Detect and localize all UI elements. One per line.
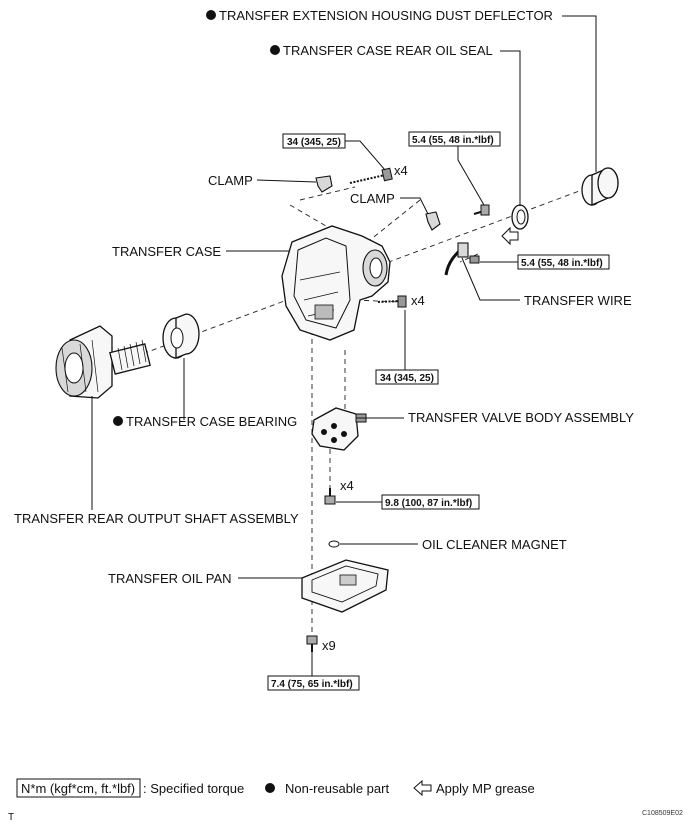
svg-text:7.4 (75, 65 in.*lbf): 7.4 (75, 65 in.*lbf) — [271, 679, 353, 690]
torque-specs: 34 (345, 25) 5.4 (55, 48 in.*lbf) 5.4 (5… — [267, 131, 610, 691]
torque-box-6: 7.4 (75, 65 in.*lbf) — [267, 675, 360, 691]
label-clamp-2: CLAMP — [350, 191, 395, 206]
oil-pan-bolt — [306, 635, 318, 652]
valve-body-bolt — [324, 488, 336, 505]
footer-corner-mark: T — [8, 812, 14, 823]
label-transfer-case: TRANSFER CASE — [112, 244, 221, 259]
nonreusable-dot-icon — [270, 45, 280, 55]
mp-grease-arrow-icon — [501, 226, 519, 246]
label-rear-output-shaft: TRANSFER REAR OUTPUT SHAFT ASSEMBLY — [14, 511, 299, 526]
qty-valve-bolt: x4 — [340, 478, 354, 493]
legend-grease-text: Apply MP grease — [436, 781, 535, 796]
leader-lines — [91, 15, 597, 676]
figure-code: C108509E02 — [642, 810, 683, 817]
torque-box-3: 5.4 (55, 48 in.*lbf) — [517, 254, 610, 270]
label-clamp-1: CLAMP — [208, 173, 253, 188]
label-dust-deflector: TRANSFER EXTENSION HOUSING DUST DEFLECTO… — [219, 8, 553, 23]
case-bearing-part — [162, 313, 200, 359]
label-transfer-wire: TRANSFER WIRE — [524, 293, 632, 308]
nonreusable-dot-icon — [265, 783, 275, 793]
rear-output-shaft-part — [55, 325, 151, 399]
clamp-1-part — [315, 175, 333, 193]
case-bolt-side — [377, 295, 407, 308]
label-case-bearing: TRANSFER CASE BEARING — [126, 414, 297, 429]
part-labels: TRANSFER EXTENSION HOUSING DUST DEFLECTO… — [14, 8, 634, 586]
transfer-wire-part — [444, 242, 480, 276]
legend-torque-text: : Specified torque — [143, 781, 244, 796]
svg-text:34 (345, 25): 34 (345, 25) — [380, 373, 434, 384]
legend-torque-box-label: N*m (kgf*cm, ft.*lbf) — [21, 781, 135, 796]
svg-text:34 (345, 25): 34 (345, 25) — [287, 137, 341, 148]
legend-nonreusable-text: Non-reusable part — [285, 781, 389, 796]
label-oil-pan: TRANSFER OIL PAN — [108, 571, 232, 586]
case-bolt-upper — [349, 167, 393, 184]
nonreusable-dot-icon — [113, 416, 123, 426]
small-bolt-upper — [473, 204, 490, 216]
nonreusable-dot-icon — [206, 10, 216, 20]
qty-pan-bolt: x9 — [322, 638, 336, 653]
transfer-case-part — [281, 225, 391, 341]
rear-oil-seal-part — [511, 204, 529, 230]
torque-box-2: 5.4 (55, 48 in.*lbf) — [408, 131, 501, 147]
valve-body-part — [311, 407, 367, 451]
torque-box-5: 9.8 (100, 87 in.*lbf) — [381, 494, 480, 510]
label-valve-body: TRANSFER VALVE BODY ASSEMBLY — [408, 410, 634, 425]
legend: N*m (kgf*cm, ft.*lbf) : Specified torque… — [16, 778, 535, 798]
oil-cleaner-magnet-part — [328, 540, 340, 548]
quantity-labels: x4 x4 x4 x9 — [322, 163, 425, 653]
qty-side-bolt: x4 — [411, 293, 425, 308]
qty-upper-bolt: x4 — [394, 163, 408, 178]
clamp-2-part — [425, 211, 441, 231]
oil-pan-part — [301, 559, 389, 613]
svg-text:9.8 (100, 87 in.*lbf): 9.8 (100, 87 in.*lbf) — [385, 498, 472, 509]
torque-box-1: 34 (345, 25) — [282, 133, 346, 149]
label-rear-oil-seal: TRANSFER CASE REAR OIL SEAL — [283, 43, 493, 58]
label-oil-cleaner-magnet: OIL CLEANER MAGNET — [422, 537, 567, 552]
svg-text:5.4 (55, 48 in.*lbf): 5.4 (55, 48 in.*lbf) — [521, 258, 603, 269]
torque-box-4: 34 (345, 25) — [375, 369, 439, 385]
svg-text:5.4 (55, 48 in.*lbf): 5.4 (55, 48 in.*lbf) — [412, 135, 494, 146]
mp-grease-arrow-icon — [413, 779, 432, 797]
dust-deflector-part — [581, 167, 619, 206]
footer: T C108509E02 — [8, 810, 683, 823]
